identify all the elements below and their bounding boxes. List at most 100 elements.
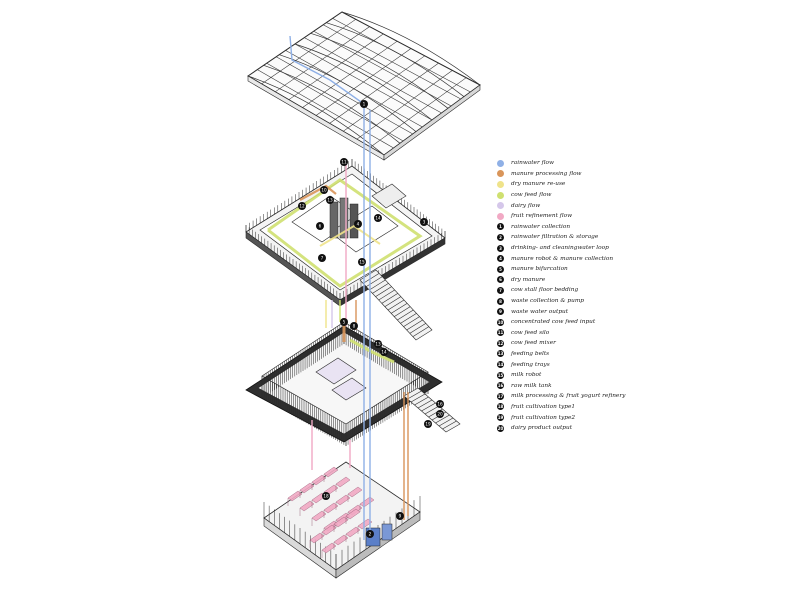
legend-swatch	[497, 170, 504, 178]
marker-label: 19	[425, 422, 431, 427]
marker-upper-2: 10	[320, 186, 328, 194]
legend-numbered-item: 18 fruit cultivation type1	[497, 402, 797, 413]
marker-lower-3: 9	[396, 512, 404, 520]
legend-label: raw milk tank	[511, 382, 552, 389]
legend-label: cow stall floor bedding	[511, 287, 579, 294]
marker-lower-2: 2	[366, 530, 374, 538]
marker-upper-5: 14	[374, 214, 382, 222]
marker-middle-4: 14	[380, 348, 388, 356]
marker-label: 16	[437, 402, 443, 407]
legend-label: fruit cultivation type2	[511, 414, 576, 421]
legend-label: cow feed silo	[511, 329, 550, 336]
legend-number: 18	[497, 403, 504, 411]
marker-label: 5	[343, 320, 346, 325]
legend-label: drinking- and cleaningwater loop	[511, 245, 609, 252]
legend-label: milk robot	[511, 372, 542, 379]
legend-label: fruit refinement flow	[511, 213, 573, 220]
legend-label: dry manure re-use	[511, 181, 566, 188]
marker-upper-9: 6	[316, 222, 324, 230]
marker-label: 11	[341, 160, 347, 165]
marker-label: 14	[375, 216, 381, 221]
marker-label: 6	[319, 224, 322, 229]
fruit-racks	[287, 466, 375, 558]
legend-numbered-item: 6 dry manure	[497, 275, 797, 286]
legend-label: manure bifurcation	[511, 266, 568, 273]
marker-label: 10	[321, 188, 327, 193]
legend-numbered-item: 15 milk robot	[497, 370, 797, 381]
legend-numbered-item: 10 concentrated cow feed input	[497, 317, 797, 328]
marker-label: 20	[437, 412, 443, 417]
legend-number: 6	[497, 276, 504, 284]
marker-lower-1: 18	[322, 492, 330, 500]
marker-middle-6: 20	[436, 410, 444, 418]
legend-numbered-item: 16 raw milk tank	[497, 380, 797, 391]
marker-upper-7: 15	[358, 258, 366, 266]
marker-middle-1: 5	[340, 318, 348, 326]
legend-swatch	[497, 202, 504, 210]
marker-upper-8: 7	[318, 254, 326, 262]
legend-number: 15	[497, 371, 504, 379]
legend-label: dairy flow	[511, 202, 541, 209]
legend-number: 12	[497, 339, 504, 347]
marker-middle-5: 16	[436, 400, 444, 408]
marker-label: 18	[323, 494, 329, 499]
marker-upper-6: 4	[354, 220, 362, 228]
legend-flow-item: dairy flow	[497, 200, 797, 211]
legend-label: rainwater collection	[511, 223, 571, 230]
legend-label: manure processing flow	[511, 170, 582, 177]
legend-numbered-item: 1 rainwater collection	[497, 222, 797, 233]
legend-number: 3	[497, 244, 504, 252]
marker-upper-10: 3	[420, 218, 428, 226]
legend-flow-item: fruit refinement flow	[497, 211, 797, 222]
legend-label: feeding trays	[511, 361, 550, 368]
legend-number: 8	[497, 297, 504, 305]
legend-number: 10	[497, 318, 504, 326]
legend-number: 13	[497, 350, 504, 358]
marker-label: 8	[353, 324, 356, 329]
legend-number: 17	[497, 392, 504, 400]
legend-swatch	[497, 191, 504, 199]
legend-label: milk processing & fruit yogurt refinery	[511, 393, 626, 400]
marker-middle-7: 19	[424, 420, 432, 428]
marker-middle-3: 13	[374, 340, 382, 348]
legend-label: rainwater flow	[511, 160, 554, 167]
legend-label: dry manure	[511, 276, 546, 283]
legend-label: cow feed mixer	[511, 340, 556, 347]
marker-label: 12	[299, 204, 305, 209]
marker-label: 9	[399, 514, 402, 519]
roof-level	[247, 11, 481, 161]
legend-numbered-item: 19 fruit cultivation type2	[497, 412, 797, 423]
marker-label: 3	[423, 220, 426, 225]
legend-label: fruit cultivation type1	[511, 403, 576, 410]
legend-number: 1	[497, 223, 504, 231]
staircase-lower	[403, 387, 461, 433]
legend-number: 4	[497, 255, 504, 263]
marker-label: 15	[359, 260, 365, 265]
legend-label: feeding belts	[511, 350, 550, 357]
legend-numbered-item: 12 cow feed mixer	[497, 338, 797, 349]
marker-label: 1	[363, 102, 366, 107]
legend-number: 9	[497, 308, 504, 316]
staircase-upper	[359, 269, 433, 341]
marker-label: 2	[369, 532, 372, 537]
marker-middle-2: 8	[350, 322, 358, 330]
marker-label: 13	[327, 198, 333, 203]
legend-number: 2	[497, 233, 504, 241]
legend-label: concentrated cow feed input	[511, 319, 596, 326]
legend-swatch	[497, 212, 504, 220]
marker-upper-4: 12	[298, 202, 306, 210]
legend-swatch	[497, 159, 504, 167]
legend-number: 16	[497, 382, 504, 390]
flow-lines	[289, 35, 409, 540]
marker-upper-1: 11	[340, 158, 348, 166]
legend-numbered-item: 3 drinking- and cleaningwater loop	[497, 243, 797, 254]
legend-number: 7	[497, 286, 504, 294]
legend-number: 19	[497, 414, 504, 422]
